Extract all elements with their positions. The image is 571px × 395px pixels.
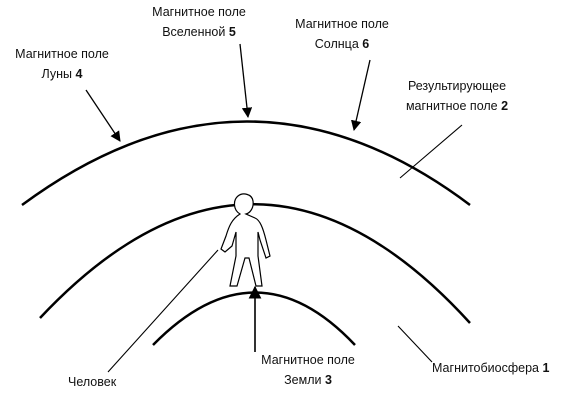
biosphere-leader xyxy=(398,326,432,362)
earth-label-line1: Магнитное поле xyxy=(248,350,368,370)
moon-label-line1: Магнитное поле xyxy=(2,44,122,64)
resultant-number: 2 xyxy=(501,99,508,113)
outer-arc xyxy=(22,122,470,206)
human-figure xyxy=(221,194,270,286)
universe-label-line2: Вселенной 5 xyxy=(134,22,264,42)
moon-number: 4 xyxy=(76,67,83,81)
resultant-leader xyxy=(400,125,462,178)
resultant-label: Результирующее магнитное поле 2 xyxy=(392,76,522,116)
universe-label-line1: Магнитное поле xyxy=(134,2,264,22)
resultant-label-line1: Результирующее xyxy=(392,76,522,96)
moon-arrow xyxy=(86,90,120,141)
sun-label: Магнитное поле Солнца 6 xyxy=(282,14,402,54)
resultant-label-line2: магнитное поле 2 xyxy=(392,96,522,116)
human-label-text: Человек xyxy=(68,375,116,389)
human-leader xyxy=(108,250,218,372)
earth-number: 3 xyxy=(325,373,332,387)
biosphere-label: Магнитобиосфера 1 xyxy=(432,358,549,378)
sun-arrow xyxy=(354,60,370,130)
human-label: Человек xyxy=(68,372,116,392)
moon-label-line2: Луны 4 xyxy=(2,64,122,84)
earth-label-line2: Земли 3 xyxy=(248,370,368,390)
universe-arrow xyxy=(240,44,248,117)
moon-label: Магнитное поле Луны 4 xyxy=(2,44,122,84)
inner-arc xyxy=(153,293,355,346)
universe-label: Магнитное поле Вселенной 5 xyxy=(134,2,264,42)
sun-label-line2: Солнца 6 xyxy=(282,34,402,54)
sun-label-line1: Магнитное поле xyxy=(282,14,402,34)
biosphere-number: 1 xyxy=(542,361,549,375)
earth-label: Магнитное поле Земли 3 xyxy=(248,350,368,390)
universe-number: 5 xyxy=(229,25,236,39)
biosphere-label-text: Магнитобиосфера xyxy=(432,361,539,375)
sun-number: 6 xyxy=(362,37,369,51)
